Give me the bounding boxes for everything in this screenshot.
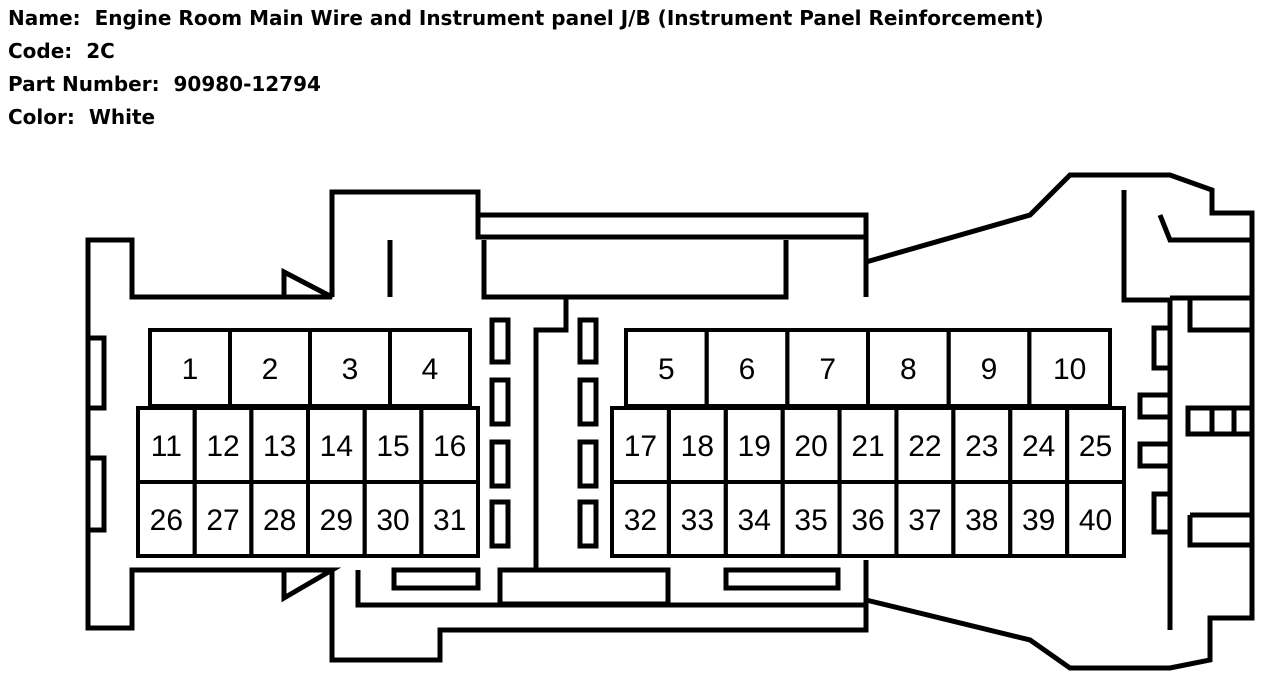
cavity-label-10: 10 — [1053, 353, 1086, 386]
connector-info: Name: Engine Room Main Wire and Instrume… — [8, 2, 1044, 134]
cavity-label-14: 14 — [320, 430, 353, 463]
cavity-label-22: 22 — [908, 430, 941, 463]
cavity-label-24: 24 — [1022, 430, 1055, 463]
cavity-label-12: 12 — [206, 430, 239, 463]
code-line: Code: 2C — [8, 35, 1044, 68]
cavity-label-40: 40 — [1079, 504, 1112, 537]
cavity-31 — [419, 480, 481, 558]
cavity-label-36: 36 — [851, 504, 884, 537]
cavity-label-30: 30 — [376, 504, 409, 537]
cavity-label-3: 3 — [342, 353, 359, 386]
code-label: Code: — [8, 39, 73, 63]
cavity-label-27: 27 — [206, 504, 239, 537]
cavity-label-38: 38 — [965, 504, 998, 537]
part-number-value: 90980-12794 — [173, 72, 321, 96]
cavity-label-5: 5 — [658, 353, 675, 386]
cavity-label-6: 6 — [739, 353, 756, 386]
name-value: Engine Room Main Wire and Instrument pan… — [94, 6, 1044, 30]
cavity-label-11: 11 — [151, 430, 182, 463]
cavity-label-29: 29 — [320, 504, 353, 537]
cavity-label-7: 7 — [819, 353, 836, 386]
cavity-label-20: 20 — [794, 430, 827, 463]
cavity-label-19: 19 — [738, 430, 771, 463]
cavity-label-28: 28 — [263, 504, 296, 537]
cavity-label-8: 8 — [900, 353, 917, 386]
bottom-slots — [391, 567, 841, 607]
connector-housing — [85, 172, 1255, 671]
cavity-label-23: 23 — [965, 430, 998, 463]
cavity-label-33: 33 — [681, 504, 714, 537]
cavity-label-37: 37 — [908, 504, 941, 537]
cavity-label-18: 18 — [681, 430, 714, 463]
cavity-label-4: 4 — [422, 353, 439, 386]
cavity-label-2: 2 — [262, 353, 279, 386]
name-label: Name: — [8, 6, 81, 30]
center-slots — [489, 317, 599, 549]
color-line: Color: White — [8, 101, 1044, 134]
code-value: 2C — [86, 39, 115, 63]
cavity-label-21: 21 — [851, 430, 884, 463]
cavity-label-34: 34 — [738, 504, 771, 537]
cavity-label-17: 17 — [624, 430, 657, 463]
part-number-label: Part Number: — [8, 72, 160, 96]
cavity-label-15: 15 — [376, 430, 409, 463]
cavity-label-16: 16 — [433, 430, 466, 463]
cavity-label-13: 13 — [263, 430, 296, 463]
cavity-label-1: 1 — [182, 353, 199, 386]
cavity-label-39: 39 — [1022, 504, 1055, 537]
cavity-label-25: 25 — [1079, 430, 1112, 463]
cavity-40 — [1065, 480, 1126, 558]
color-label: Color: — [8, 105, 75, 129]
name-line: Name: Engine Room Main Wire and Instrume… — [8, 2, 1044, 35]
part-number-line: Part Number: 90980-12794 — [8, 68, 1044, 101]
cavity-label-35: 35 — [794, 504, 827, 537]
cavity-label-26: 26 — [150, 504, 183, 537]
cavity-label-32: 32 — [624, 504, 657, 537]
color-value: White — [88, 105, 156, 129]
cavity-label-9: 9 — [981, 353, 998, 386]
cavity-label-31: 31 — [433, 504, 466, 537]
